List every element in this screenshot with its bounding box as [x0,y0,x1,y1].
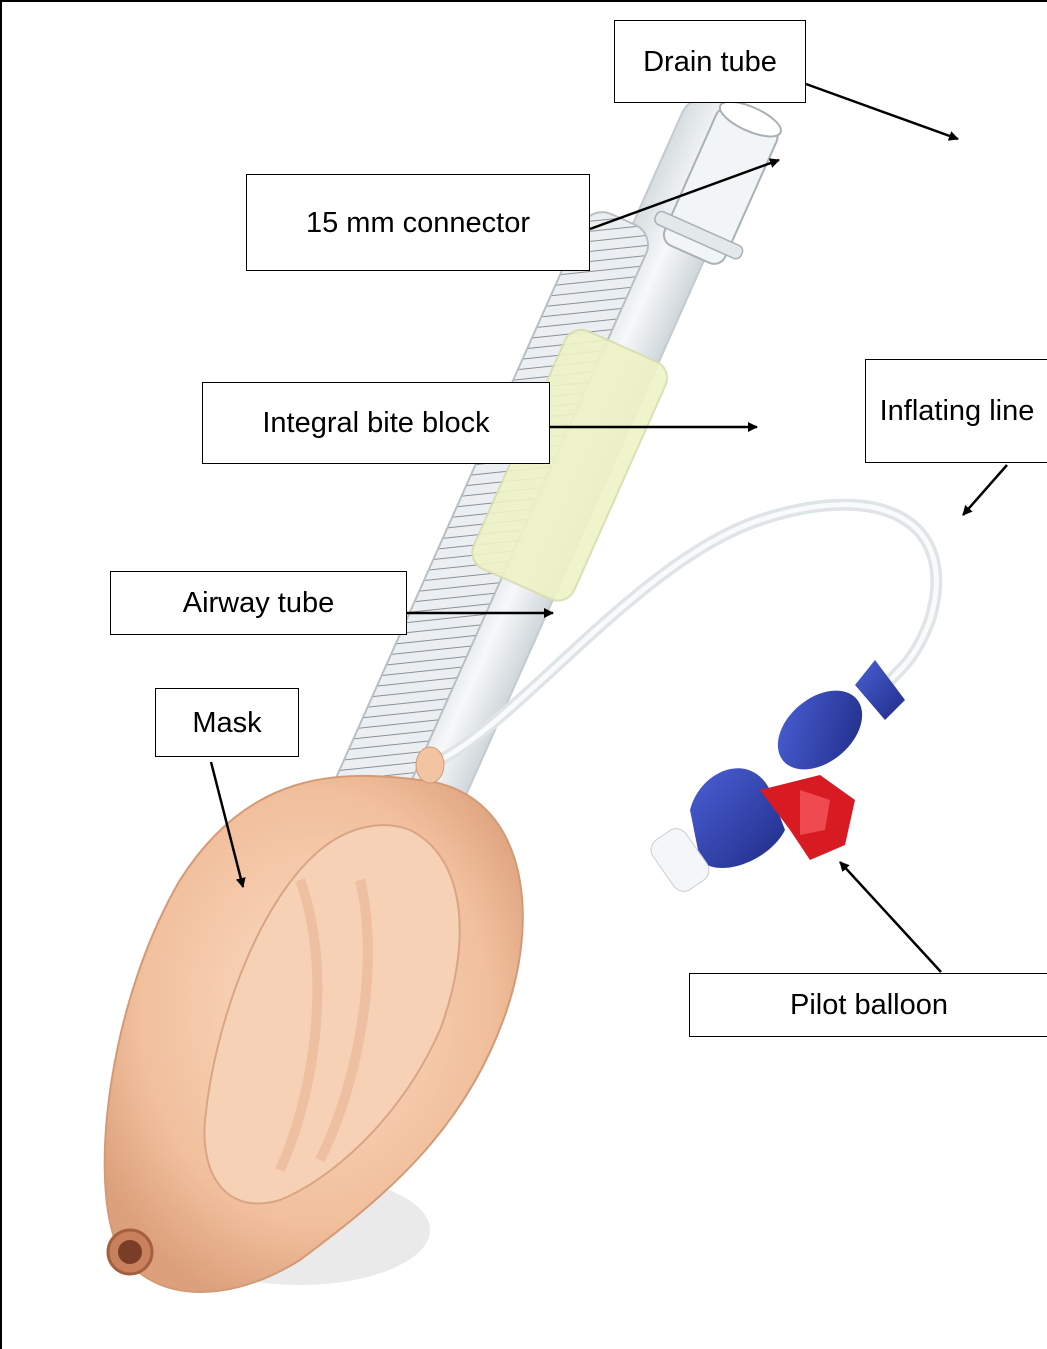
pilot-balloon-label: Pilot balloon [689,973,1047,1037]
bite-block-label: Integral bite block [202,382,550,464]
drain-tube-arrow [806,84,958,139]
airway-tube-label: Airway tube [110,571,407,635]
mask-shape [105,747,523,1292]
inflating-line-label: Inflating line [865,359,1047,463]
inflating-line-arrow [963,465,1007,515]
pilot-balloon-arrow [840,862,941,972]
mask-label: Mask [155,688,299,757]
drain-tube-label: Drain tube [614,20,806,103]
connector-label: 15 mm connector [246,174,590,271]
pilot-balloon-shape [646,660,905,896]
